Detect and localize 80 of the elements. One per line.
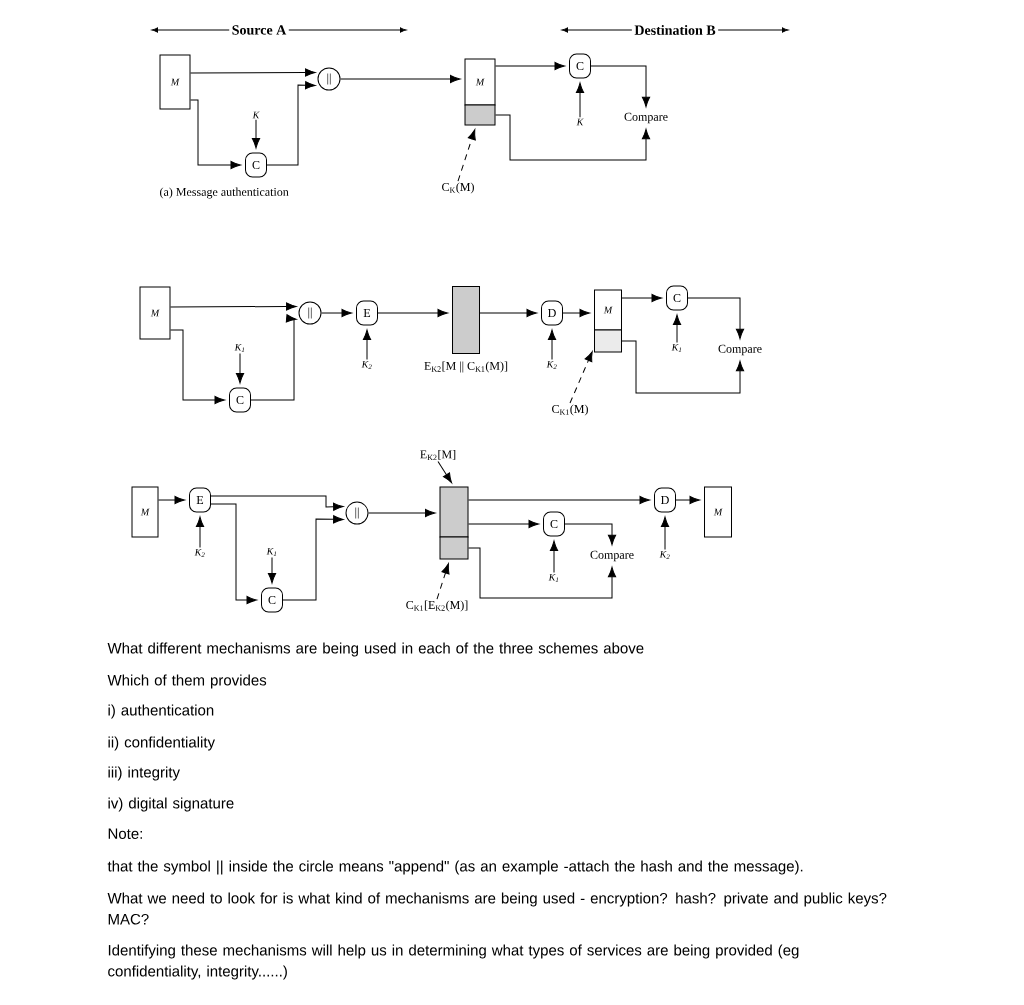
arrow xyxy=(479,308,537,318)
key-label: K$_{2}$ xyxy=(659,551,670,560)
message-box: M xyxy=(139,286,171,340)
formula-label: C$_{K}$(M) xyxy=(442,182,474,194)
message-box: M xyxy=(159,54,191,110)
key-label: K$_{1}$ xyxy=(266,548,277,557)
key-label: K xyxy=(252,111,260,119)
arrow xyxy=(495,61,565,71)
formula-label: C$_{K1}$[E$_{K2}$(M)] xyxy=(406,600,468,612)
arrow xyxy=(267,557,277,584)
arrow xyxy=(362,329,372,360)
key-label: K xyxy=(576,118,584,126)
arrow xyxy=(250,314,297,401)
ciphertext-block xyxy=(452,286,480,354)
leader-line xyxy=(457,129,476,182)
key-label: K$_{2}$ xyxy=(546,361,557,370)
arrow xyxy=(266,81,316,166)
ciphertext-block xyxy=(464,104,496,126)
arrow xyxy=(235,353,245,384)
arrow xyxy=(468,495,650,505)
formula-label: E$_{K2}$[M] xyxy=(420,449,456,461)
arrow xyxy=(210,495,344,511)
arrow xyxy=(495,114,651,161)
paragraph: iii) integrity xyxy=(108,766,180,781)
ciphertext-block xyxy=(439,536,469,560)
caption-label: E$_{K2}$[M || C$_{K1}$(M)] xyxy=(424,361,508,373)
arrow xyxy=(190,99,241,170)
compare-label: Compare xyxy=(590,550,634,562)
arrow xyxy=(549,540,559,573)
arrow xyxy=(368,508,436,518)
arrow xyxy=(621,293,662,303)
arrow xyxy=(621,340,745,394)
arrow xyxy=(672,314,682,343)
paragraph: Identifying these mechanisms will help us in determining what types of services are being provided (eg confidentiality, integrity......) xyxy=(108,944,799,980)
arrow xyxy=(468,547,617,599)
arrow xyxy=(190,68,316,77)
arrow xyxy=(675,495,700,505)
paragraph: iv) digital signature xyxy=(108,797,234,812)
paragraph: What different mechanisms are being used in each of the three schemes above xyxy=(107,642,644,657)
key-label: K$_{2}$ xyxy=(194,549,205,558)
arrow xyxy=(195,516,205,548)
arrow xyxy=(468,519,539,529)
arrow xyxy=(687,297,745,340)
formula-label: C$_{K1}$(M) xyxy=(552,404,588,416)
arrow xyxy=(158,495,185,505)
heading-label: Source A xyxy=(232,25,287,35)
paragraph: Which of them provides xyxy=(107,674,267,689)
message-box: M xyxy=(131,486,159,538)
paragraph: that the symbol || inside the circle means "append" (as an example -attach the hash and the message). xyxy=(107,860,803,875)
caption: (a) Message authentication xyxy=(160,187,289,199)
paragraph: i) authentication xyxy=(108,704,214,719)
arrow xyxy=(170,302,297,311)
paragraph: What we need to look for is what kind of mechanisms are being used - encryption? hash? private and public keys? MAC? xyxy=(107,892,887,925)
arrow xyxy=(660,516,670,550)
message-box: M xyxy=(704,486,732,538)
paragraph: Note: xyxy=(108,828,142,839)
arrow xyxy=(590,65,651,108)
leader-line xyxy=(436,563,450,600)
arrow xyxy=(170,329,225,405)
compare-label: Compare xyxy=(624,112,668,124)
arrow xyxy=(575,82,585,118)
arrow xyxy=(321,308,352,318)
arrow xyxy=(547,329,557,360)
mac-field xyxy=(594,329,622,353)
arrow xyxy=(562,308,590,318)
key-label: K$_{1}$ xyxy=(234,344,245,353)
leader-line xyxy=(437,461,453,484)
compare-label: Compare xyxy=(718,344,762,356)
arrow xyxy=(210,503,257,605)
leader-line xyxy=(569,351,593,404)
key-label: K$_{2}$ xyxy=(361,361,372,370)
heading-label: Destination B xyxy=(634,25,716,35)
arrow xyxy=(564,523,617,546)
arrow xyxy=(340,74,461,84)
arrow xyxy=(377,308,448,318)
arrow xyxy=(251,119,261,149)
arrow xyxy=(282,515,344,601)
key-label: K$_{1}$ xyxy=(671,344,682,353)
key-label: K$_{1}$ xyxy=(548,574,559,583)
paragraph: ii) confidentiality xyxy=(108,736,215,751)
